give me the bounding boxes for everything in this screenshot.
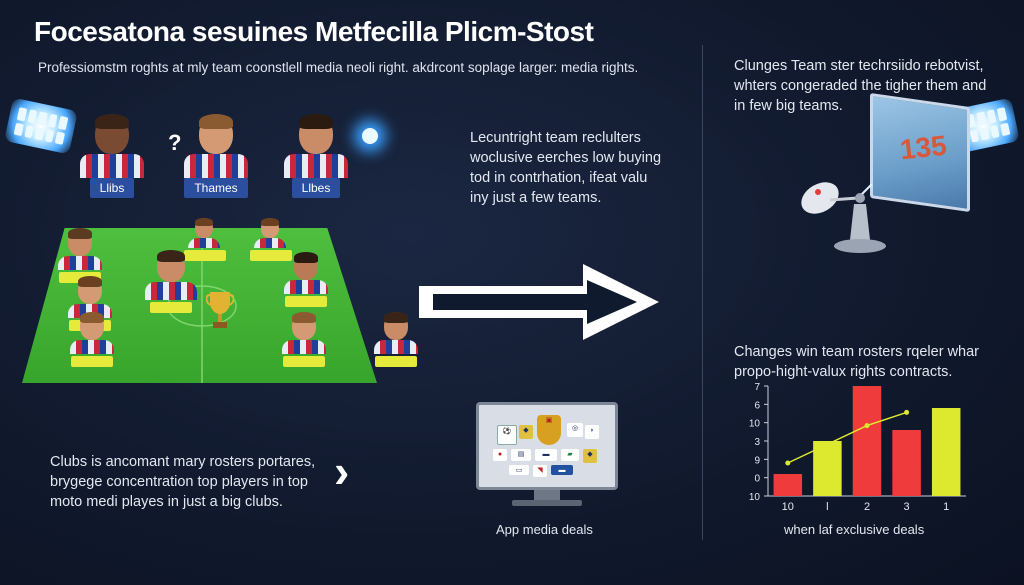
chart-caption-line: Changes win team rosters rqeler whar xyxy=(734,344,979,360)
brand-logo-icon: ◆ xyxy=(583,449,597,463)
brand-logo-icon: ◎ xyxy=(567,423,583,437)
monitor-icon: ⚽ ◆ ▣ ◎ ◗ ● ▤ ▬ ▰ ◆ ▭ ◥ ▬ xyxy=(476,402,618,490)
chart-caption-line: propo-hight-valux rights contracts. xyxy=(734,364,953,380)
divider-right xyxy=(702,45,703,540)
chart-y-tick-label: 7 xyxy=(754,382,760,393)
brand-logo-icon: ▬ xyxy=(535,449,557,461)
trophy-icon xyxy=(205,290,235,330)
player-tag xyxy=(283,356,325,367)
brand-logo-icon: ● xyxy=(493,449,507,461)
brand-logo-icon: ▤ xyxy=(511,449,531,461)
chart-x-tick-label: 1 xyxy=(943,501,949,510)
tv-number: 135 xyxy=(898,129,949,166)
player-tag xyxy=(71,356,113,367)
bottom-text-line: Clubs is ancomant mary rosters portares, xyxy=(50,454,316,470)
bottom-text-line: brygege concentration top players in top xyxy=(50,474,308,490)
right-text-line: whters congeraded the tigher them and xyxy=(734,78,987,94)
chart-y-tick-label: 3 xyxy=(754,437,760,448)
chart-x-tick-label: 10 xyxy=(782,501,794,510)
pitch-player xyxy=(278,252,334,312)
pitch-player xyxy=(138,250,204,318)
brand-logo-icon: ⚽ xyxy=(497,425,517,445)
middle-text: Lecuntright team reclulters woclusive ee… xyxy=(470,128,661,208)
player-label: Llbes xyxy=(291,178,341,198)
chart-x-tick-label: l xyxy=(826,501,828,510)
chart-trend-line xyxy=(787,411,907,464)
right-text-line: in few big teams. xyxy=(734,98,843,114)
player-tag xyxy=(184,250,226,261)
player-card: Thames xyxy=(176,114,256,198)
chart-bar xyxy=(813,441,842,496)
pitch-player xyxy=(276,312,332,372)
pitch-player xyxy=(184,218,226,266)
pitch-player xyxy=(368,312,424,372)
brand-logo-icon: ◆ xyxy=(519,425,533,439)
chart-trend-point xyxy=(904,409,910,415)
chart-trend-point xyxy=(864,423,870,429)
bottom-text: Clubs is ancomant mary rosters portares,… xyxy=(50,452,315,512)
brand-logo-icon: ◥ xyxy=(533,465,547,477)
chevron-right-icon: › xyxy=(334,445,350,497)
middle-text-line: Lecuntright team reclulters xyxy=(470,130,641,146)
brand-logo-icon: ▰ xyxy=(561,449,579,461)
question-mark: ? xyxy=(168,130,182,155)
player-card: Llbes xyxy=(276,114,356,198)
chart-y-tick-label: 9 xyxy=(754,455,760,466)
bottom-text-line: moto medi playes in just a big clubs. xyxy=(50,494,283,510)
chart-bar xyxy=(931,408,961,496)
chart-y-tick-label: 10 xyxy=(749,492,761,503)
player-label: Llibs xyxy=(89,178,135,198)
player-tag xyxy=(285,296,327,307)
chart-x-label: when laf exclusive deals xyxy=(784,522,925,537)
satellite-dish-icon xyxy=(796,170,886,260)
right-arrow-icon xyxy=(419,264,659,340)
player-tag xyxy=(150,302,192,313)
player-label: Thames xyxy=(184,178,248,198)
player-tag xyxy=(375,356,417,367)
monitor-caption: App media deals xyxy=(496,522,593,537)
chart-bar xyxy=(852,386,882,496)
right-text: Clunges Team ster techrsiido rebotvist, … xyxy=(734,56,986,116)
player-card: Llibs xyxy=(72,114,152,198)
middle-text-line: iny just a few teams. xyxy=(470,190,602,206)
brand-logo-icon: ◗ xyxy=(585,425,599,439)
middle-text-line: tod in contrhation, ifeat valu xyxy=(470,170,648,186)
right-text-line: Clunges Team ster techrsiido rebotvist, xyxy=(734,58,984,74)
brand-logo-icon: ▭ xyxy=(509,465,529,475)
chart-caption: Changes win team rosters rqeler whar pro… xyxy=(734,342,979,382)
chart-x-tick-label: 3 xyxy=(904,501,910,510)
chart-trend-point xyxy=(785,460,791,466)
page-title: Focesatona sesuines Metfecilla Plicm-Sto… xyxy=(34,16,594,47)
monitor-base xyxy=(512,500,582,506)
pitch-player xyxy=(64,312,120,372)
chart-y-tick-label: 6 xyxy=(754,400,760,411)
chart-y-tick-label: 0 xyxy=(754,474,760,485)
chart-bar xyxy=(892,430,921,496)
pitch-player xyxy=(250,218,292,266)
spotlight-glow-icon xyxy=(362,128,378,144)
middle-text-line: woclusive eerches low buying xyxy=(470,150,662,166)
page-subtitle: Professiomstm roghts at mly team coonstl… xyxy=(38,60,639,75)
chart-x-tick-label: 2 xyxy=(864,501,870,510)
chart-y-tick-label: 10 xyxy=(749,419,761,430)
brand-logo-icon: ▬ xyxy=(551,465,573,475)
crest-logo-icon: ▣ xyxy=(537,415,561,445)
monitor-stand xyxy=(534,490,560,502)
spotlight-left-icon xyxy=(4,97,78,155)
chart-bar xyxy=(773,474,803,496)
bar-chart: 7 6 10 3 9 0 10 10 l 2 3 1 xyxy=(749,382,966,510)
player-tag xyxy=(250,250,292,261)
